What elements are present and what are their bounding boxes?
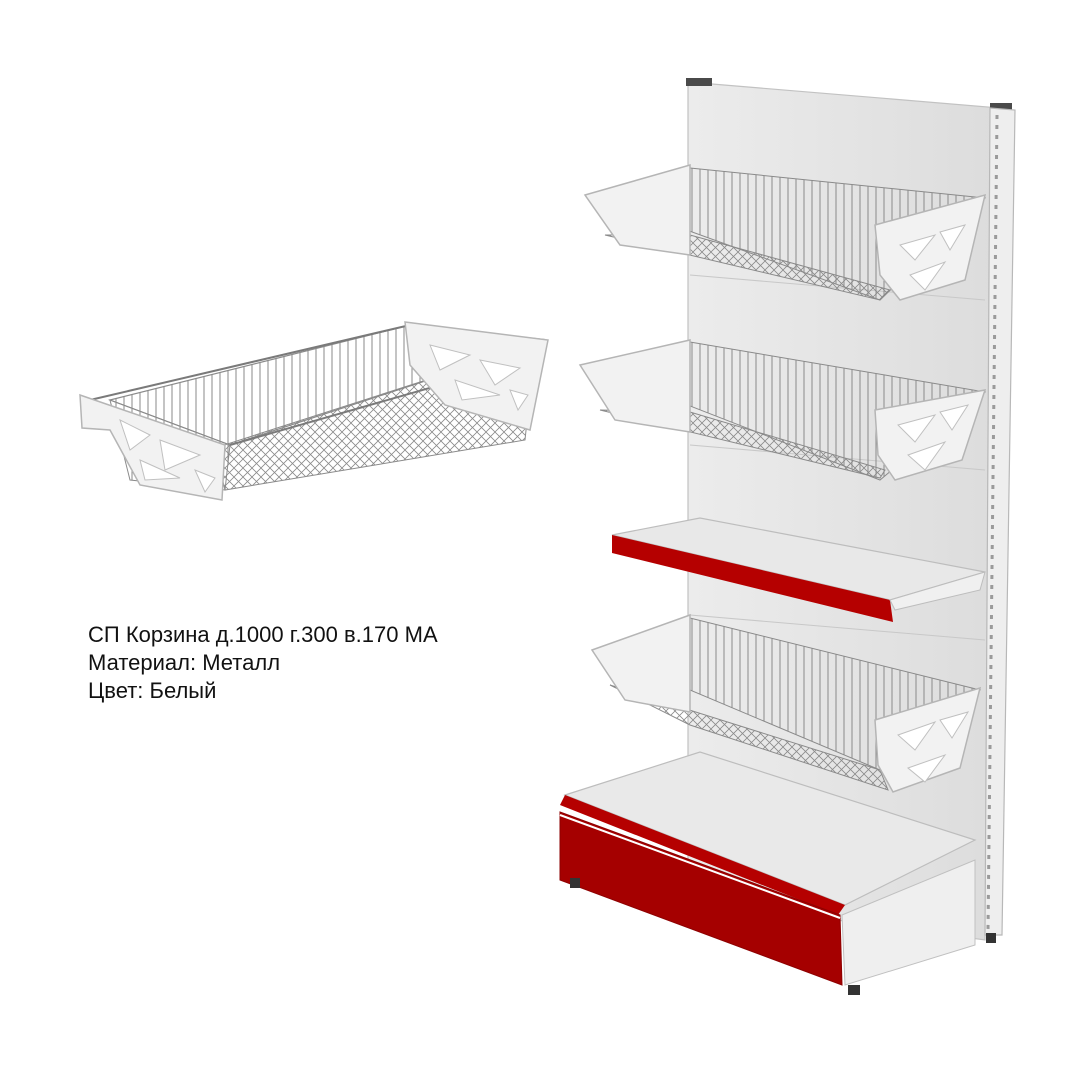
- rack-icon: [559, 78, 1016, 995]
- rack-basket-1: [583, 164, 987, 301]
- basket-icon: [79, 321, 549, 501]
- basket-bracket-left: [79, 393, 226, 501]
- rack-base: [559, 751, 996, 995]
- product-color: Цвет: Белый: [88, 678, 217, 703]
- rack-basket-3: [590, 613, 982, 793]
- rack-shelf: [611, 517, 986, 622]
- product-material: Материал: Металл: [88, 650, 281, 675]
- rack-basket-2: [578, 339, 987, 481]
- product-name: СП Корзина д.1000 г.300 в.170 МА: [88, 622, 438, 647]
- product-description: СП Корзина д.1000 г.300 в.170 МА Материа…: [88, 621, 438, 705]
- basket-bracket-right: [404, 321, 549, 431]
